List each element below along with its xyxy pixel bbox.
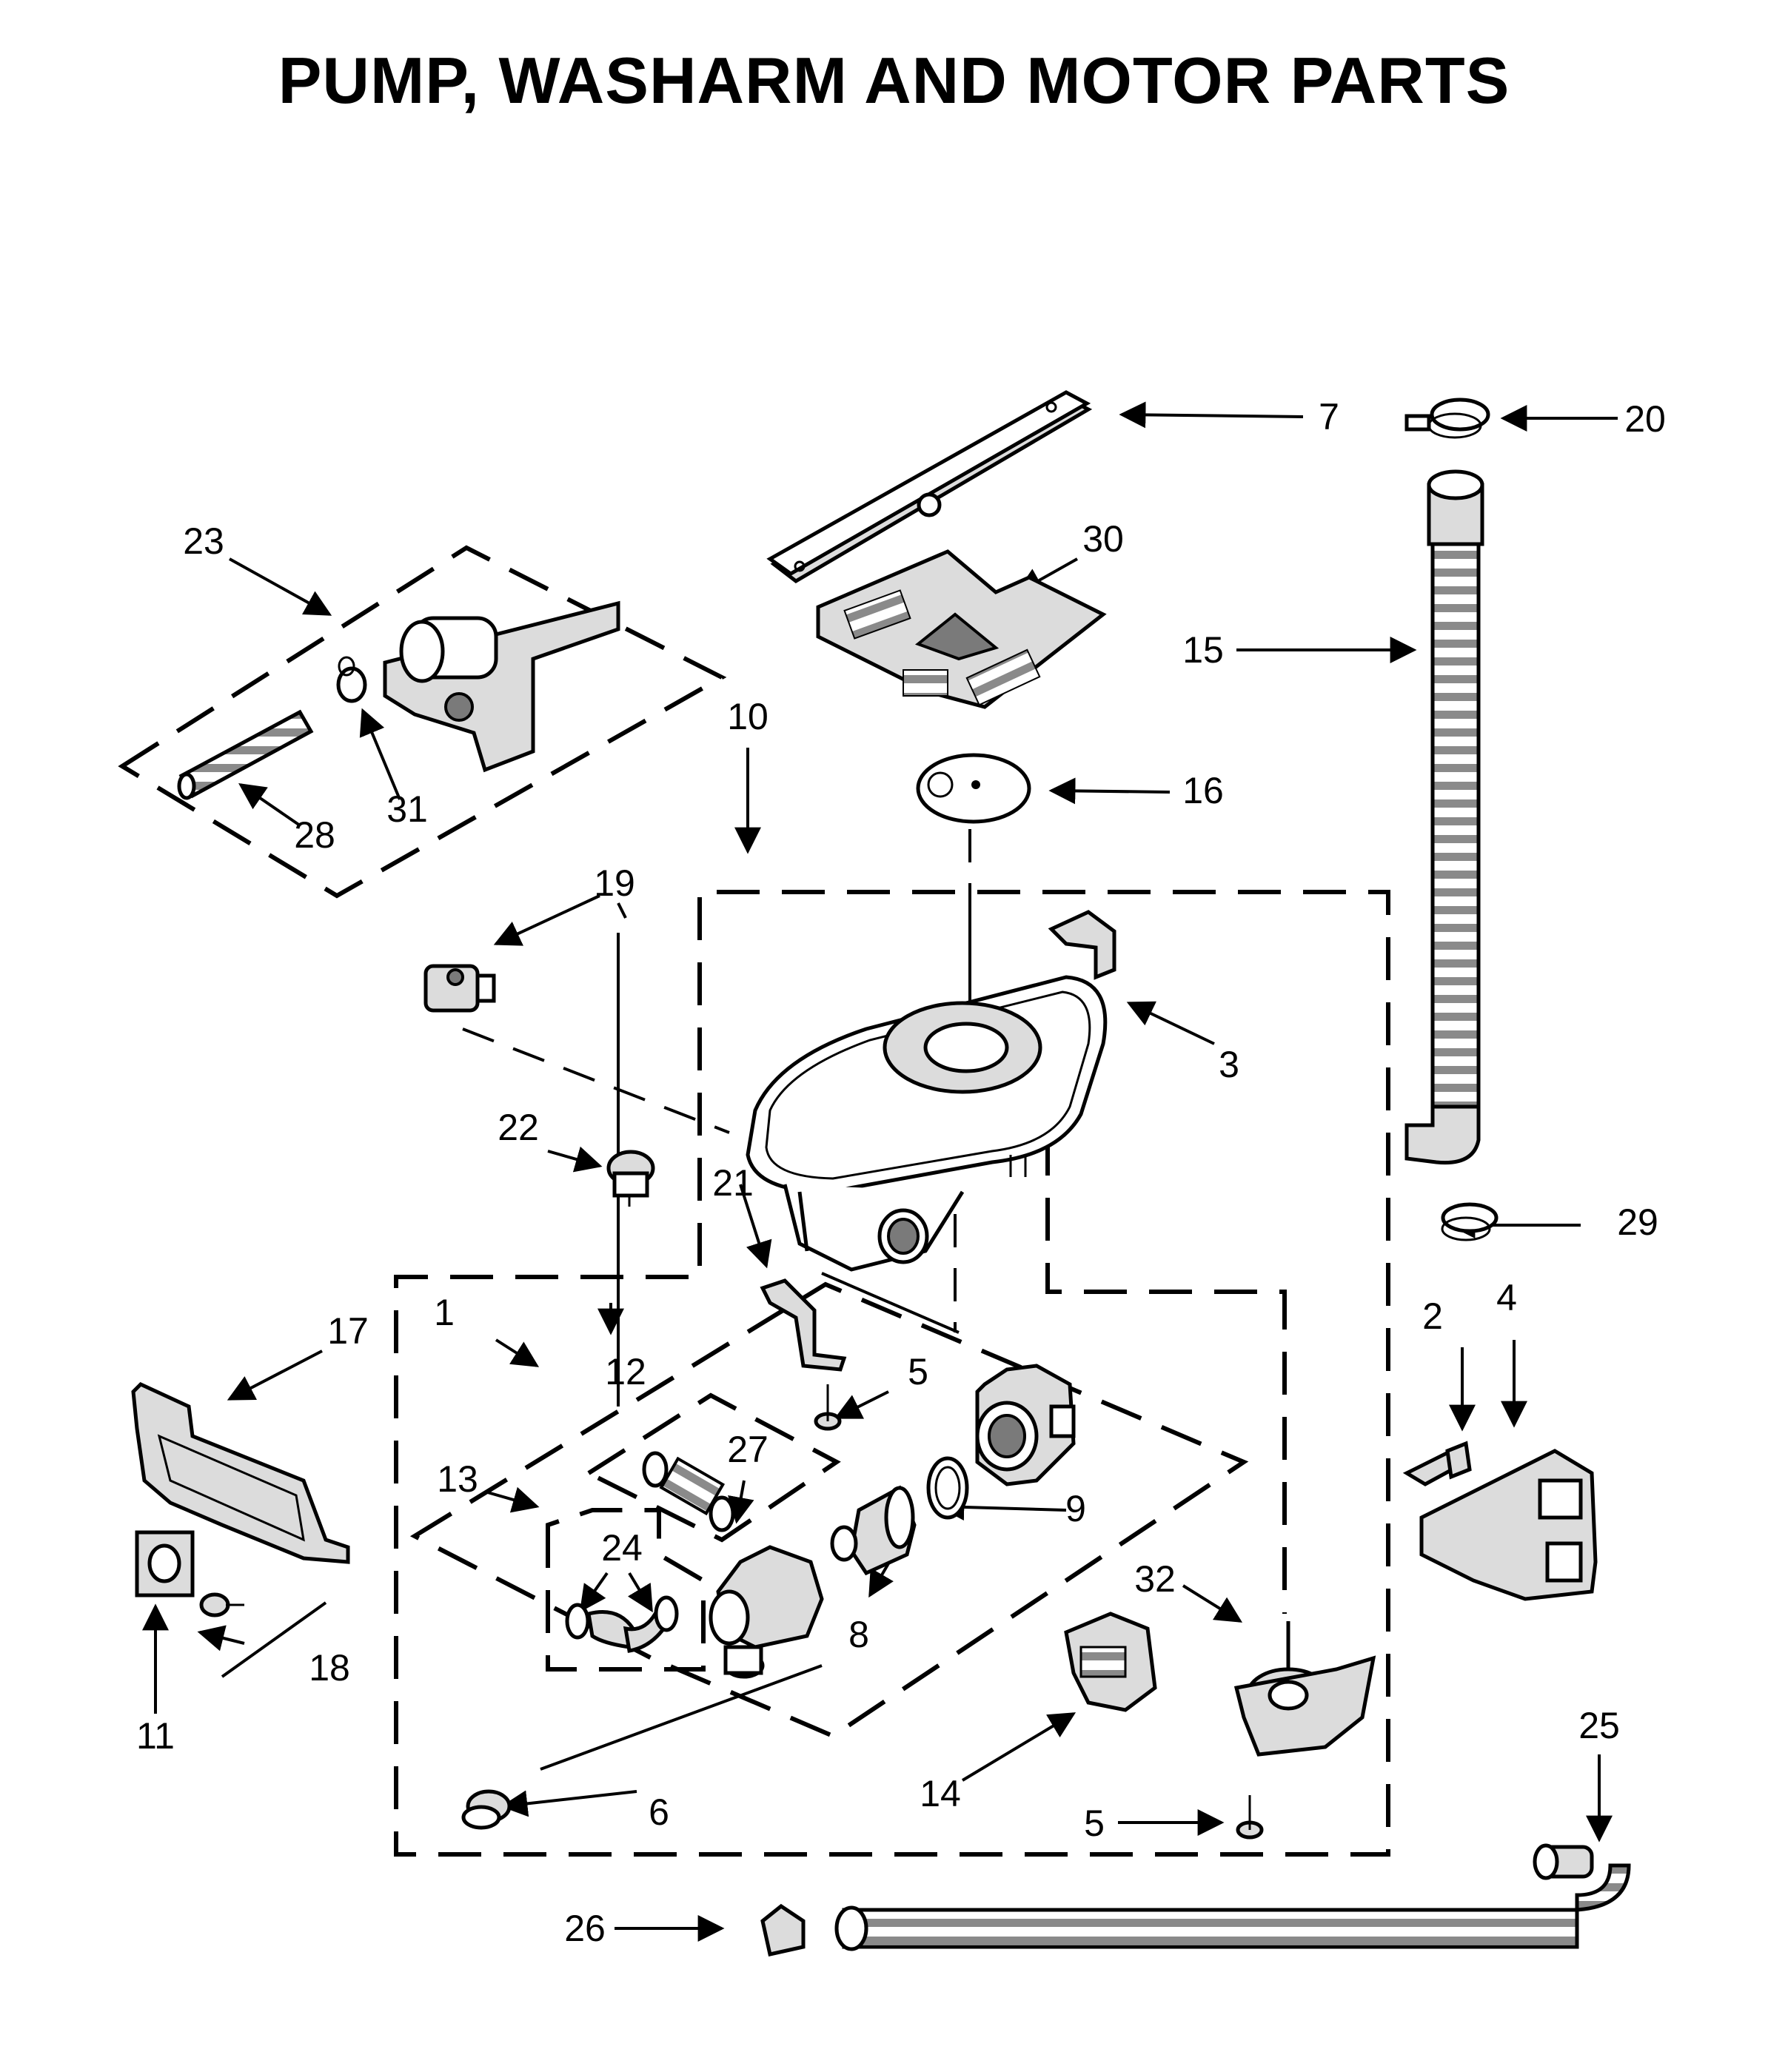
sump-part-10 [746, 975, 1108, 1272]
callout-4: 4 [1496, 1277, 1517, 1318]
bracket-part-2 [1402, 1441, 1472, 1486]
diverter-part-32 [1233, 1621, 1376, 1757]
seal-ring-part-9 [926, 1456, 969, 1520]
callout-11: 11 [136, 1715, 175, 1757]
thermistor-part-22 [606, 1150, 655, 1207]
callout-27: 27 [727, 1429, 769, 1470]
callout-29: 29 [1617, 1201, 1658, 1243]
group-10-inner [1045, 1133, 1287, 1614]
drain-hose-part-25 [834, 1843, 1631, 1951]
callout-13: 13 [437, 1458, 478, 1500]
screw-part-5-lower [1236, 1795, 1264, 1840]
callout-32: 32 [1134, 1558, 1176, 1600]
lower-spray-arm-part-7 [766, 390, 1093, 584]
screw-part-18 [199, 1592, 244, 1617]
callout-19: 19 [594, 862, 635, 904]
group-outlines [118, 545, 1390, 1857]
motor-housing-part [975, 1364, 1076, 1486]
callout-26: 26 [564, 1908, 606, 1949]
callout-9: 9 [1065, 1488, 1086, 1529]
callout-21: 21 [712, 1162, 754, 1204]
bracket-part-21 [760, 1278, 847, 1372]
callout-5-lower: 5 [1084, 1803, 1105, 1844]
callout-6: 6 [649, 1791, 669, 1833]
callout-1: 1 [434, 1292, 455, 1333]
callout-18: 18 [309, 1647, 350, 1689]
callout-12: 12 [605, 1351, 646, 1392]
clip-part-3 [1048, 910, 1116, 980]
pump-body-part [709, 1545, 824, 1679]
elbow-part-24 [565, 1595, 679, 1653]
filter-disc-part-16 [916, 753, 1031, 824]
callout-22: 22 [498, 1107, 539, 1148]
inlet-valve-part-23 [383, 600, 620, 773]
callout-2: 2 [1422, 1295, 1443, 1337]
drain-hose-part-15 [1404, 469, 1484, 1165]
hose-clamp-part-20 [1404, 398, 1490, 439]
callout-17: 17 [327, 1310, 369, 1352]
hose-part-27 [642, 1451, 735, 1532]
callout-25: 25 [1578, 1705, 1620, 1746]
callout-3: 3 [1219, 1044, 1239, 1085]
callout-7: 7 [1319, 396, 1339, 437]
callout-5-upper: 5 [908, 1351, 928, 1392]
inlet-hose-part-28 [177, 709, 314, 800]
hose-clamp-part-29 [1441, 1202, 1499, 1241]
group-12-outline [583, 1392, 841, 1543]
bracket-part-4 [1419, 1449, 1598, 1601]
callout-24: 24 [601, 1527, 643, 1569]
group-13-outline [546, 1508, 706, 1672]
callout-23: 23 [183, 520, 224, 562]
callout-20: 20 [1624, 398, 1666, 440]
cover-part-17 [131, 1381, 350, 1564]
impeller-part-8 [830, 1485, 917, 1576]
callout-31: 31 [386, 788, 428, 830]
callout-15: 15 [1182, 629, 1224, 671]
mount-part-11 [135, 1530, 195, 1597]
group-23-outline [118, 545, 727, 899]
callout-14: 14 [920, 1773, 961, 1814]
diverter-motor-part-14 [1064, 1612, 1157, 1712]
group-1-outline [409, 1281, 1249, 1739]
callout-8: 8 [848, 1614, 869, 1655]
hose-clamp-part-31 [336, 656, 367, 703]
page-title: PUMP, WASHARM AND MOTOR PARTS [278, 44, 1510, 117]
sensor-part-19 [423, 964, 496, 1013]
screw-part-5-upper [814, 1384, 842, 1431]
callout-28: 28 [294, 814, 335, 856]
part-6-fitting [461, 1789, 512, 1830]
callout-16: 16 [1182, 770, 1224, 811]
callout-10: 10 [727, 696, 769, 737]
leader-lines [142, 401, 1618, 1942]
callout-30: 30 [1082, 518, 1124, 560]
group-10-outline [394, 890, 1390, 1857]
sprayarm-base-part-30 [816, 549, 1107, 709]
callout-labels: 7 20 30 15 10 16 23 28 31 19 3 22 21 29 … [136, 396, 1666, 1949]
clip-part-26 [760, 1903, 806, 1957]
